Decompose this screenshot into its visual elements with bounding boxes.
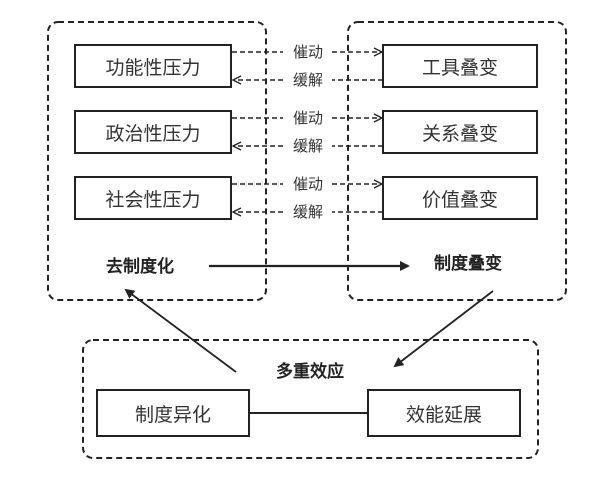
alienation-box — [96, 389, 250, 437]
backward-label-1: 缓解 — [293, 71, 323, 89]
change-label-tool: 工具叠变 — [422, 57, 498, 79]
change-to-effects-arrow — [393, 290, 494, 368]
effects-to-deinstitutionalization-arrow — [124, 288, 237, 373]
efficacy-box — [367, 389, 521, 437]
pressure-label-functional: 功能性压力 — [105, 57, 200, 79]
right-group-label: 制度叠变 — [434, 253, 502, 274]
left-group-container — [47, 21, 267, 301]
pressure-box-social — [74, 176, 232, 220]
bottom-group-label: 多重效应 — [276, 361, 344, 382]
forward-label-3: 催动 — [293, 175, 323, 193]
forward-label-1: 催动 — [293, 43, 323, 61]
change-box-value — [382, 176, 538, 220]
change-label-value: 价值叠变 — [422, 189, 498, 211]
pressure-box-functional — [74, 44, 232, 88]
backward-label-2: 缓解 — [293, 137, 323, 155]
left-group-label: 去制度化 — [106, 256, 174, 277]
change-box-tool — [382, 44, 538, 88]
alienation-label: 制度异化 — [135, 404, 211, 426]
change-label-relation: 关系叠变 — [422, 123, 498, 145]
bottom-group-container — [82, 339, 539, 459]
efficacy-label: 效能延展 — [406, 404, 482, 426]
pressure-label-social: 社会性压力 — [105, 189, 200, 211]
pressure-label-political: 政治性压力 — [105, 123, 200, 145]
forward-label-2: 催动 — [293, 109, 323, 127]
change-box-relation — [382, 110, 538, 154]
right-group-container — [347, 21, 567, 301]
pressure-box-political — [74, 110, 232, 154]
backward-label-3: 缓解 — [293, 203, 323, 221]
